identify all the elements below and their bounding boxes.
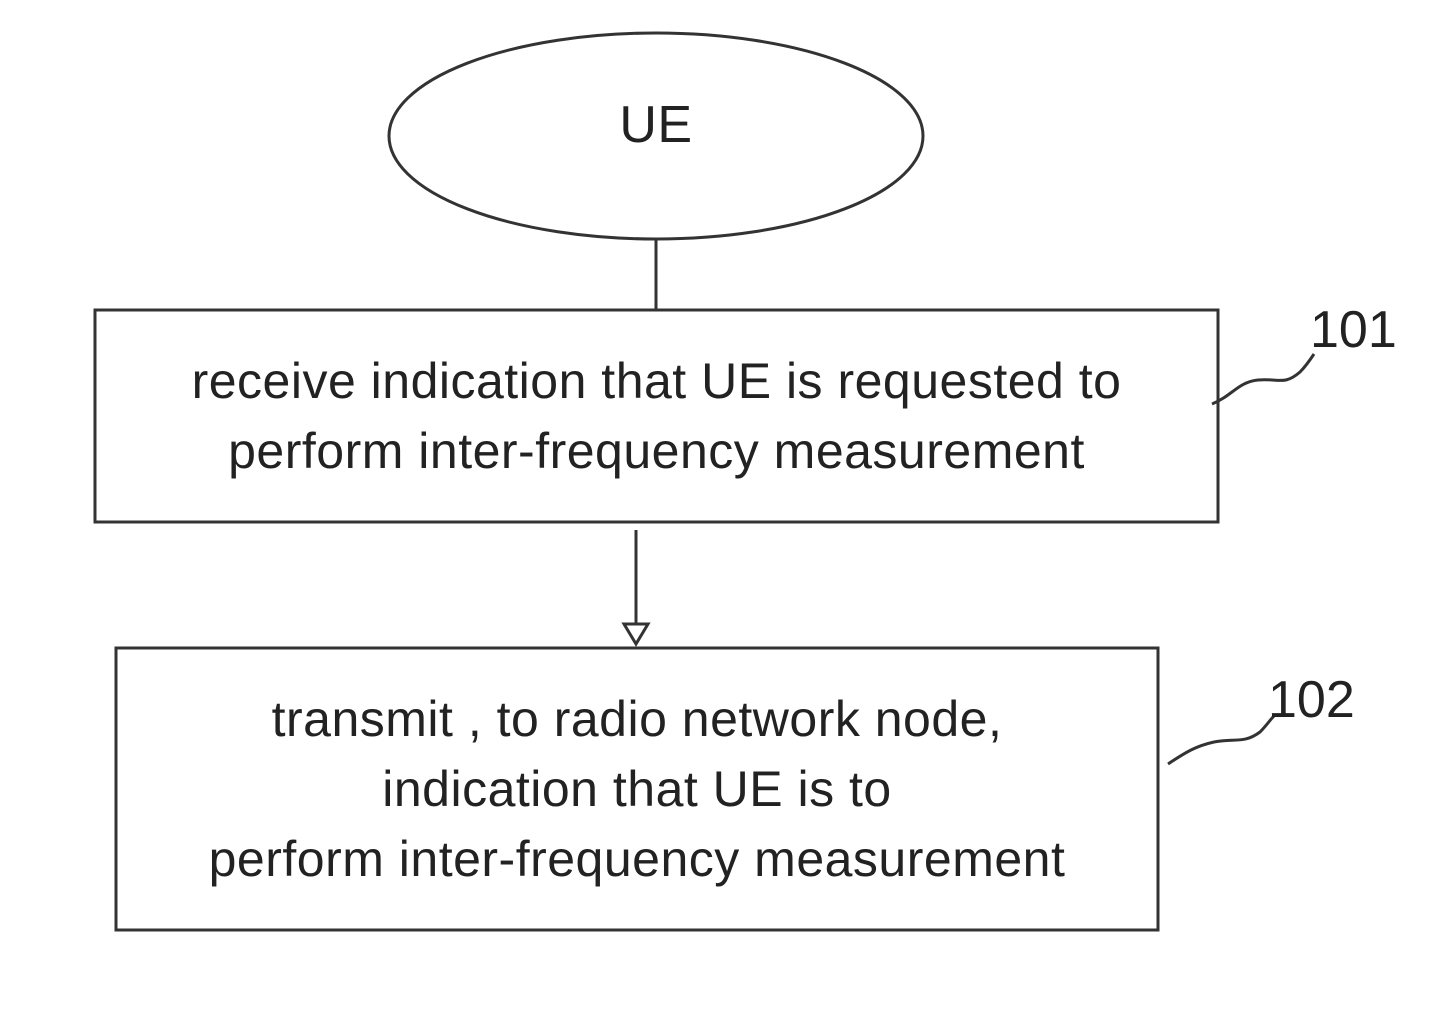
step-102-text: transmit , to radio network node, indica…	[116, 648, 1158, 930]
start-node-label: UE	[388, 55, 924, 195]
ref-101-leader	[1212, 354, 1314, 404]
step-101-line-1: receive indication that UE is requested …	[192, 346, 1122, 416]
ref-102-leader	[1168, 716, 1274, 764]
ref-label-102: 102	[1268, 670, 1355, 730]
arrow-101-to-102-head	[624, 624, 648, 644]
step-102-line-1: transmit , to radio network node,	[209, 684, 1066, 754]
step-102-line-3: perform inter-frequency measurement	[209, 824, 1066, 894]
step-101-line-2: perform inter-frequency measurement	[192, 416, 1122, 486]
ref-label-101: 101	[1310, 300, 1397, 360]
step-101-text: receive indication that UE is requested …	[95, 310, 1218, 522]
step-102-line-2: indication that UE is to	[209, 754, 1066, 824]
